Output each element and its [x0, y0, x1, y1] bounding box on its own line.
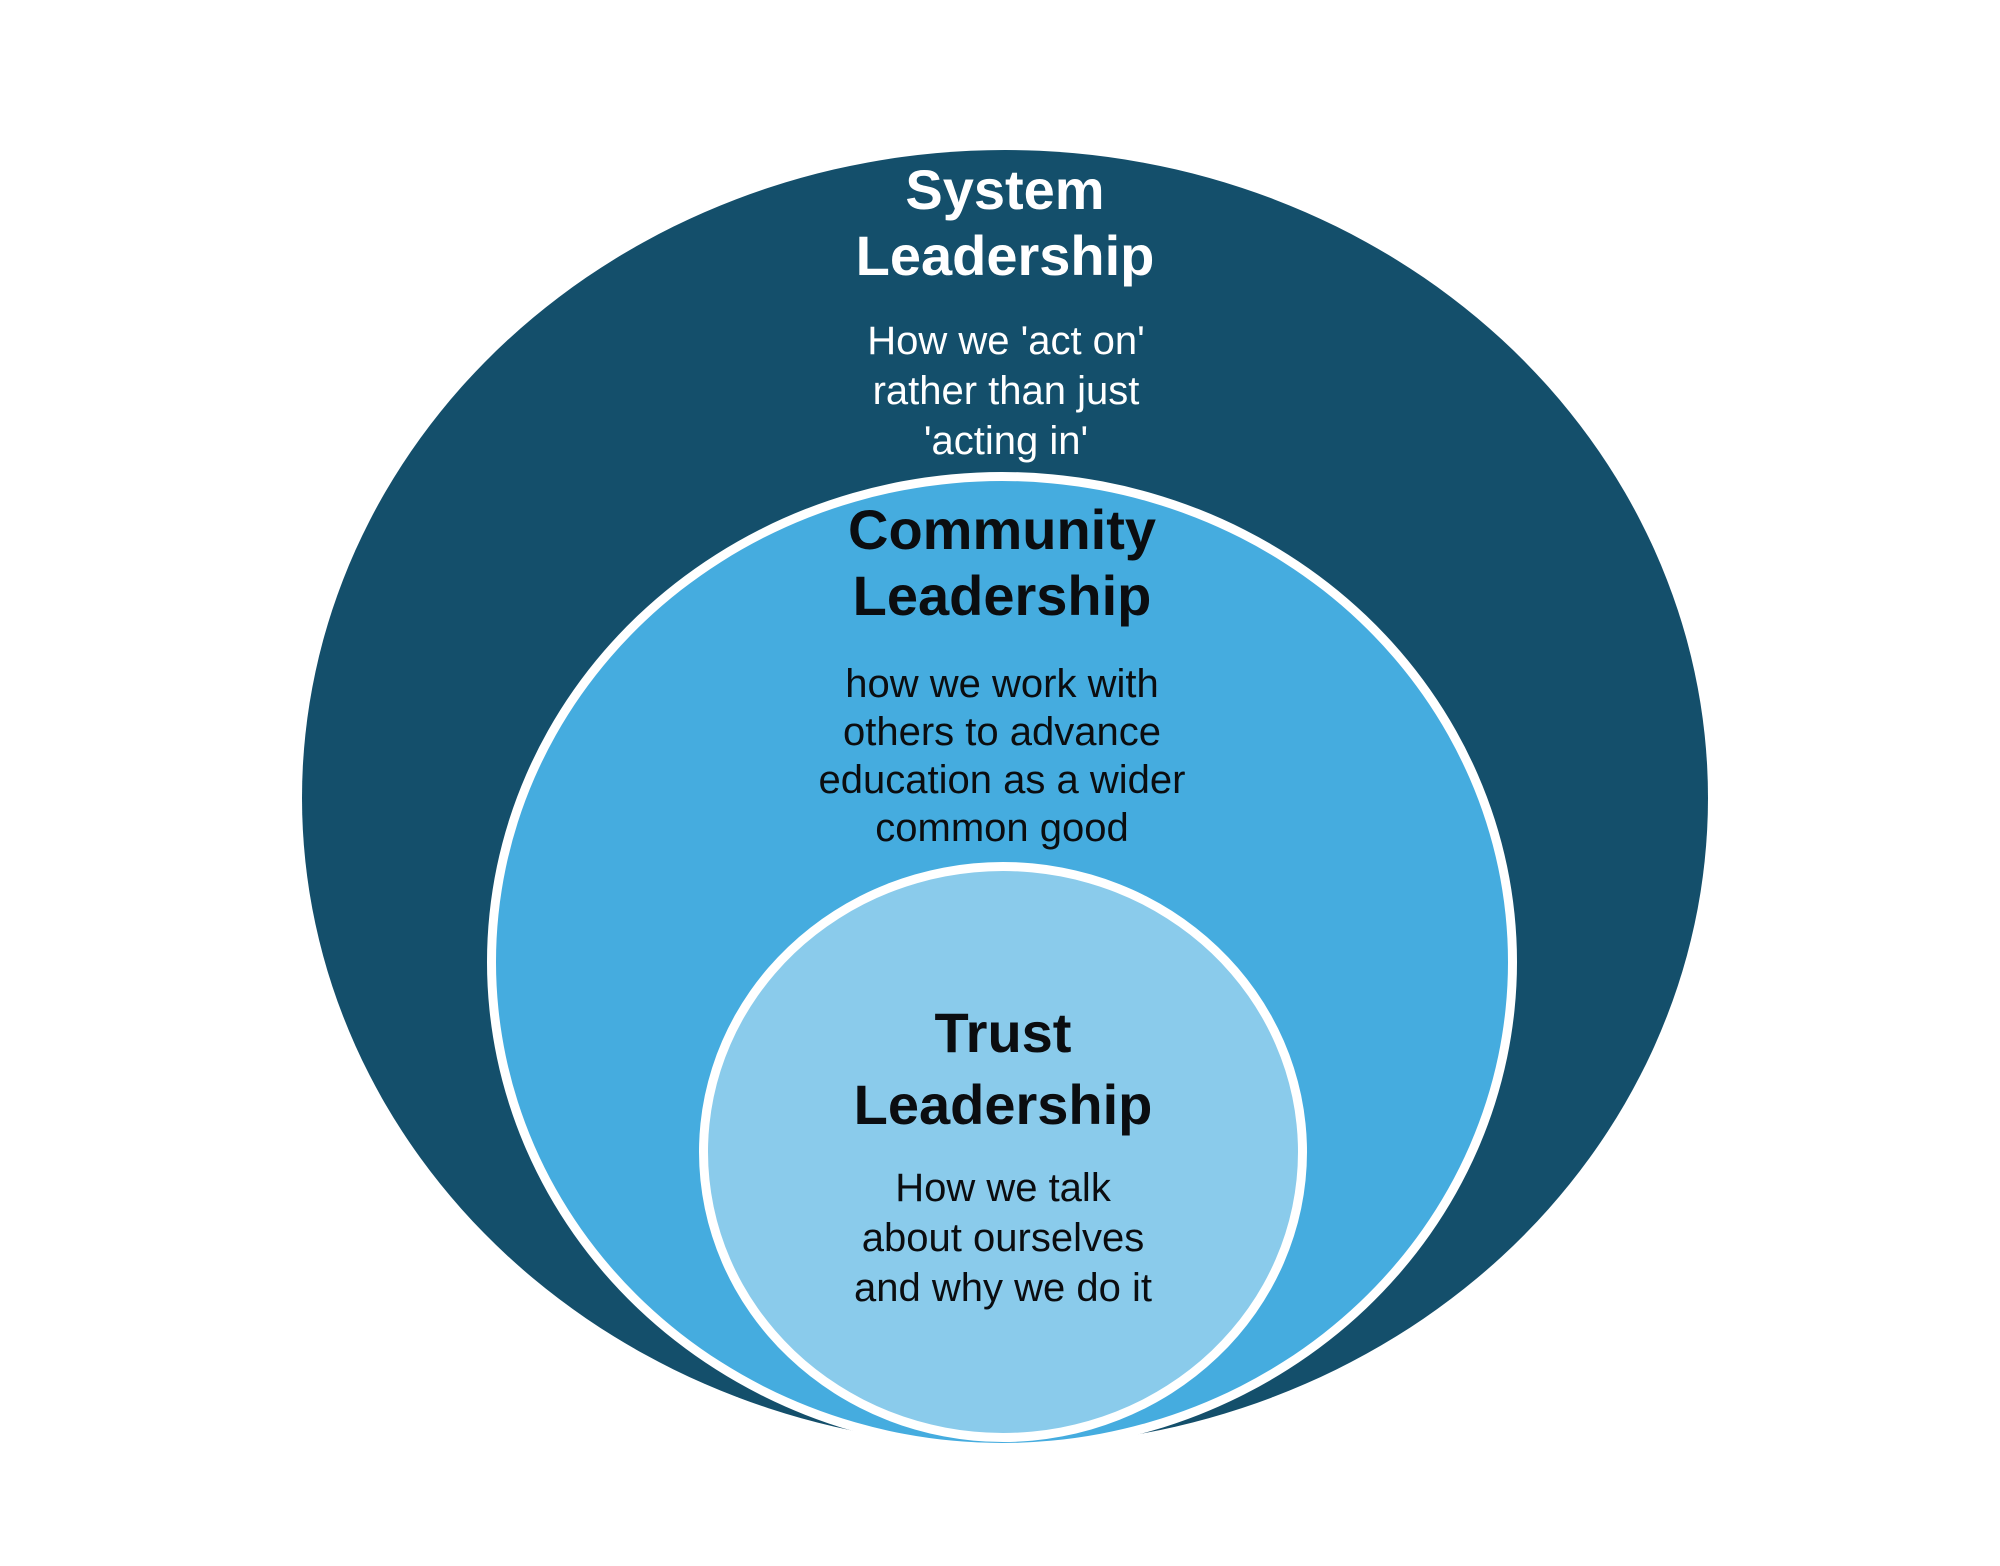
system-title-line-1: System	[905, 158, 1105, 221]
trust-title: Trust Leadership	[653, 997, 1353, 1141]
community-desc-line-1: how we work with	[845, 662, 1159, 706]
system-desc-line-1: How we 'act on'	[867, 319, 1145, 363]
system-desc-line-3: 'acting in'	[923, 419, 1089, 463]
community-desc-line-2: others to advance	[843, 710, 1161, 754]
community-desc-line-4: common good	[875, 806, 1129, 850]
trust-desc-line-1: How we talk	[895, 1166, 1111, 1210]
system-title-line-2: Leadership	[855, 224, 1155, 287]
system-description: How we 'act on' rather than just 'acting…	[656, 316, 1356, 466]
trust-title-line-1: Trust	[934, 1001, 1072, 1064]
community-title: Community Leadership	[652, 497, 1352, 629]
trust-desc-line-2: about ourselves	[861, 1216, 1145, 1260]
trust-ring	[699, 862, 1307, 1442]
community-description: how we work with others to advance educa…	[652, 660, 1352, 852]
trust-description: How we talk about ourselves and why we d…	[653, 1163, 1353, 1313]
community-title-line-1: Community	[848, 498, 1156, 561]
community-title-line-2: Leadership	[852, 564, 1152, 627]
trust-desc-line-3: and why we do it	[854, 1266, 1152, 1310]
trust-title-line-2: Leadership	[853, 1073, 1153, 1136]
system-desc-line-2: rather than just	[872, 369, 1140, 413]
system-title: System Leadership	[655, 157, 1355, 289]
community-desc-line-3: education as a wider	[818, 758, 1186, 802]
